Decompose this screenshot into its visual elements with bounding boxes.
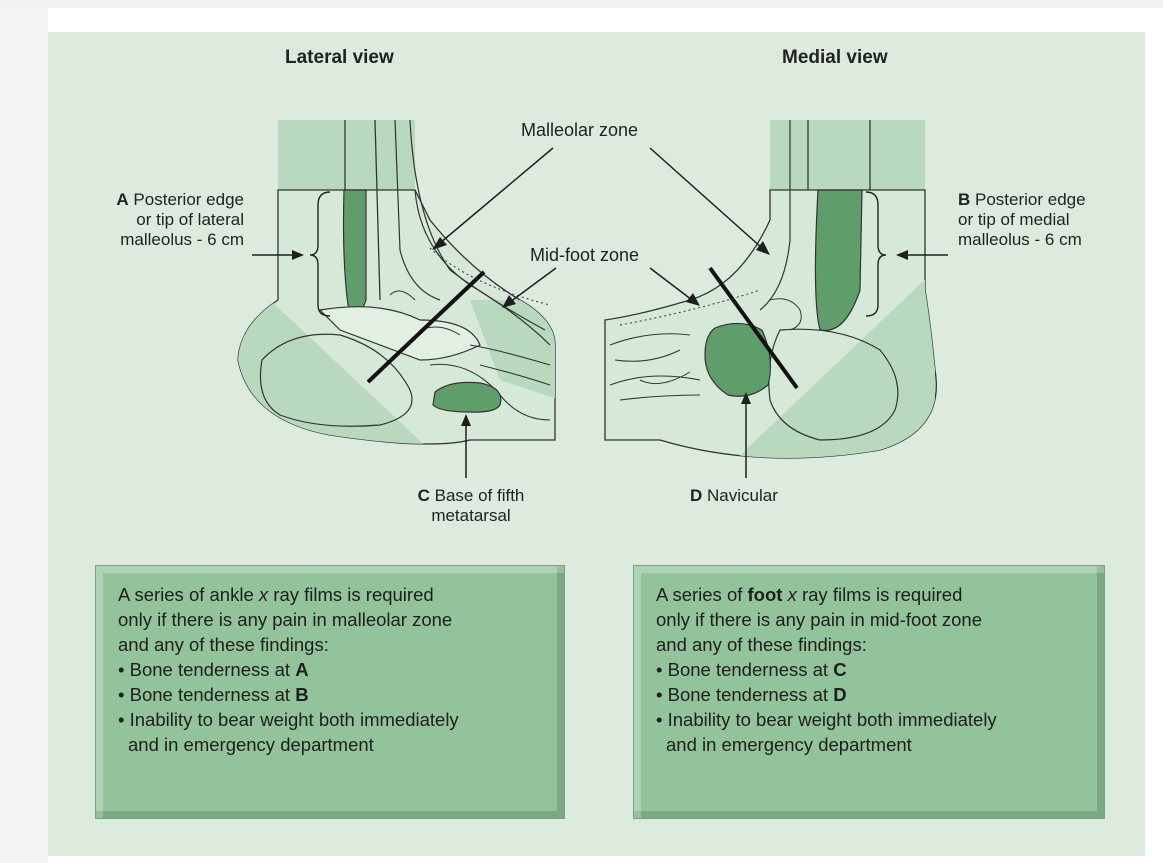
- point-b-label: B Posterior edge or tip of medial malleo…: [958, 190, 1086, 250]
- lateral-view-heading: Lateral view: [285, 47, 394, 69]
- ankle-xray-criteria-box: A series of ankle x ray films is require…: [95, 565, 565, 819]
- point-a-line1: Posterior edge: [133, 190, 244, 209]
- ankle-bullet-weight-2: and in emergency department: [118, 732, 459, 757]
- point-c-line1: Base of fifth: [435, 486, 525, 505]
- arrow-malleolar-medial: [650, 148, 762, 248]
- arrow-malleolar-lateral: [440, 148, 553, 243]
- foot-bullet-c: • Bone tenderness at C: [656, 657, 997, 682]
- malleolar-zone-label: Malleolar zone: [521, 120, 638, 140]
- medial-leg-band: [770, 120, 925, 190]
- point-c-letter: C: [418, 486, 430, 505]
- lateral-malleolus-shape: [344, 190, 367, 314]
- medial-view-heading: Medial view: [782, 47, 888, 69]
- point-a-line2: or tip of lateral: [64, 210, 244, 230]
- arrow-midfoot-lateral: [510, 268, 556, 302]
- ankle-bullet-a: • Bone tenderness at A: [118, 657, 459, 682]
- foot-bullet-weight-2: and in emergency department: [656, 732, 997, 757]
- point-b-line2: or tip of medial: [958, 210, 1086, 230]
- ankle-bullet-weight-1: • Inability to bear weight both immediat…: [118, 707, 459, 732]
- point-a-letter: A: [116, 190, 128, 209]
- foot-bullet-d: • Bone tenderness at D: [656, 682, 997, 707]
- lateral-leg-band: [278, 120, 415, 190]
- ankle-intro-line3: and any of these findings:: [118, 632, 459, 657]
- point-a-line3: malleolus - 6 cm: [64, 230, 244, 250]
- point-c-line2: metatarsal: [396, 506, 546, 526]
- foot-xray-criteria-box: A series of foot x ray films is required…: [633, 565, 1105, 819]
- point-b-letter: B: [958, 190, 970, 209]
- point-d-text: Navicular: [707, 486, 778, 505]
- foot-bullet-weight-1: • Inability to bear weight both immediat…: [656, 707, 997, 732]
- lateral-foot: [238, 120, 560, 450]
- arrow-midfoot-medial: [650, 268, 692, 300]
- point-b-line3: malleolus - 6 cm: [958, 230, 1086, 250]
- point-a-label: A Posterior edge or tip of lateral malle…: [64, 190, 244, 250]
- midfoot-zone-label: Mid-foot zone: [530, 245, 639, 265]
- foot-intro-line1: A series of foot x ray films is required: [656, 582, 997, 607]
- medial-foot: [605, 120, 936, 460]
- foot-intro-line3: and any of these findings:: [656, 632, 997, 657]
- ankle-intro-line1: A series of ankle x ray films is require…: [118, 582, 459, 607]
- fifth-metatarsal-shape: [433, 382, 501, 412]
- point-d-label: D Navicular: [690, 486, 778, 506]
- point-b-line1: Posterior edge: [975, 190, 1086, 209]
- point-d-letter: D: [690, 486, 702, 505]
- ankle-bullet-b: • Bone tenderness at B: [118, 682, 459, 707]
- ankle-intro-line2: only if there is any pain in malleolar z…: [118, 607, 459, 632]
- point-c-label: C Base of fifth metatarsal: [396, 486, 546, 526]
- foot-intro-line2: only if there is any pain in mid-foot zo…: [656, 607, 997, 632]
